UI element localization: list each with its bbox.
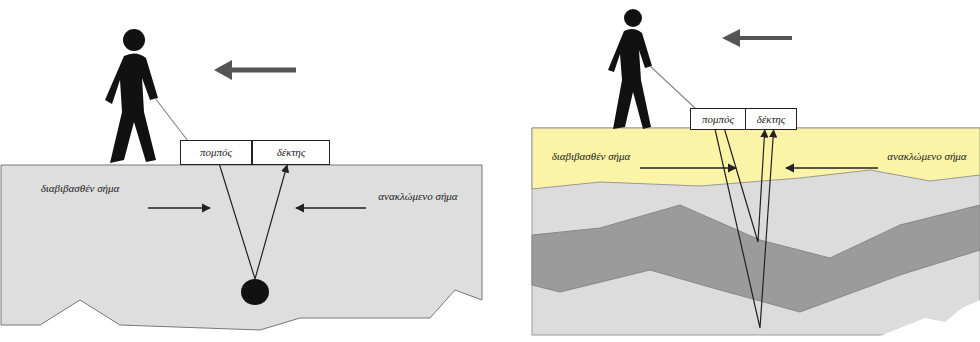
box-label: πομπός xyxy=(702,113,734,126)
top-layer xyxy=(532,128,980,189)
direction-arrow-head xyxy=(722,29,740,47)
direction-arrow xyxy=(228,68,296,73)
leader-arrow xyxy=(148,207,210,208)
leader-arrow xyxy=(296,207,366,208)
dark-layer xyxy=(532,205,980,312)
signal-label: ανακλώμενο σήμα xyxy=(882,150,972,163)
signal-path xyxy=(220,165,288,279)
antenna-box: δέκτης xyxy=(745,108,797,130)
ground-body xyxy=(1,165,482,330)
buried-object xyxy=(241,279,269,305)
antenna-box: πομπός xyxy=(180,140,252,165)
person-body xyxy=(608,29,652,129)
walking-person xyxy=(105,29,158,163)
box-label: δέκτης xyxy=(277,146,306,159)
ground-layer xyxy=(532,128,980,335)
signal-label: ανακλώμενο σήμα xyxy=(372,190,464,203)
leader-arrow xyxy=(786,167,878,168)
signal-path xyxy=(725,130,765,242)
antenna-box: δέκτης xyxy=(252,140,330,165)
signal-label: διαβιβασθέν σήμα xyxy=(545,150,637,163)
person-body xyxy=(105,53,158,163)
leader-arrow xyxy=(640,167,736,168)
bedrock-gap xyxy=(880,300,980,336)
person-head xyxy=(123,29,145,51)
walking-person xyxy=(608,9,652,129)
direction-arrow xyxy=(737,36,792,40)
antenna-box: πομπός xyxy=(690,108,746,130)
cable xyxy=(650,66,695,108)
direction-arrow-head xyxy=(214,60,232,80)
signal-label: διαβιβασθέν σήμα xyxy=(30,182,130,195)
signal-path xyxy=(715,130,773,328)
cable xyxy=(155,98,188,141)
person-head xyxy=(624,9,642,27)
box-label: δέκτης xyxy=(757,113,786,126)
box-label: πομπός xyxy=(200,146,232,159)
